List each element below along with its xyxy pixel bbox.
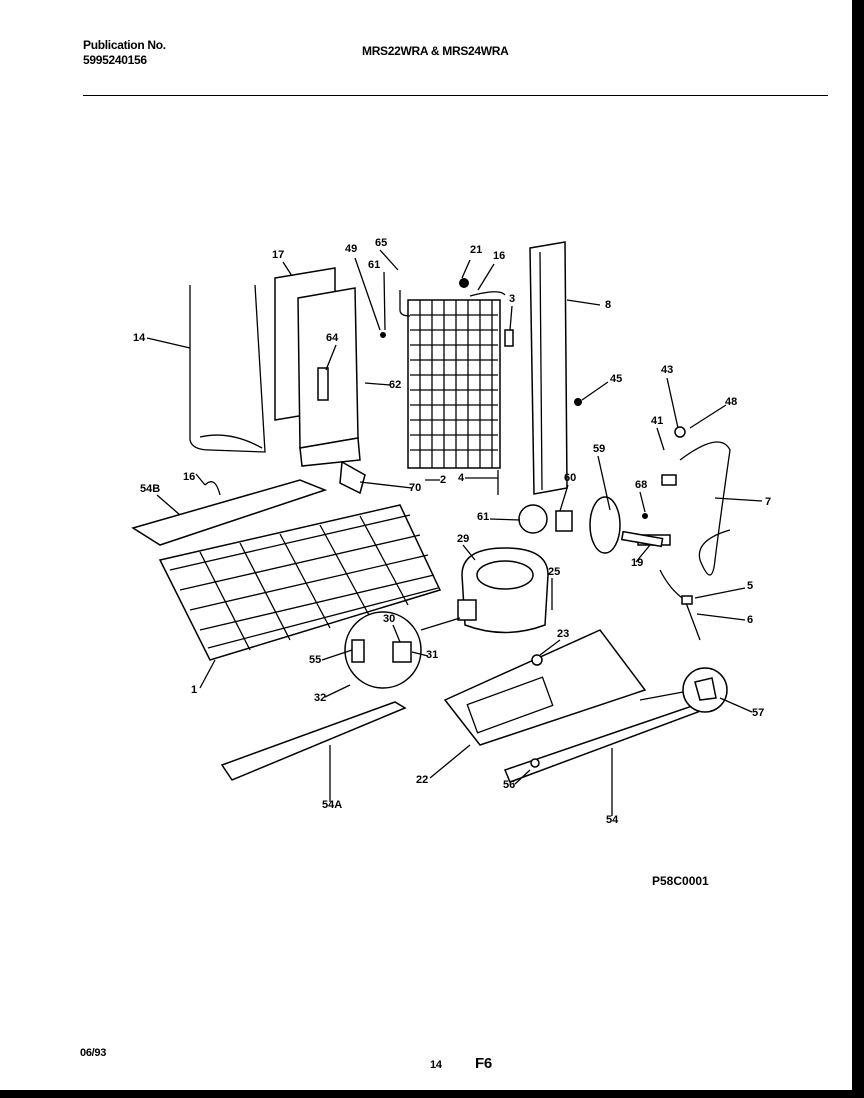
callout-56: 56 [503,779,515,791]
callout-7: 7 [765,496,771,508]
callout-16: 16 [493,250,505,262]
page-edge-right [852,0,864,1098]
leader-lines [146,249,763,816]
rail-54a [220,701,407,781]
page-edge-bottom [0,1090,864,1098]
callout-1: 1 [191,684,197,696]
callout-4: 4 [458,472,465,484]
header-rule [83,95,828,96]
compressor [457,547,549,634]
bracket-upper [131,479,328,546]
callout-14: 14 [133,332,146,344]
callout-22: 22 [416,774,428,786]
evaporator-coil [399,290,506,469]
callout-57: 57 [752,707,764,719]
relay-detail-circle [344,611,422,689]
callout-62: 62 [389,379,401,391]
callout-21: 21 [470,244,482,256]
power-cord [661,441,731,576]
callout-43: 43 [661,364,673,376]
publication-number: 5995240156 [83,53,147,67]
harness-wire [659,569,701,641]
callout-64: 64 [326,332,339,344]
base-pan [443,629,647,746]
rail-54 [503,704,699,783]
callout-5: 5 [747,580,753,592]
figure-number: F6 [475,1055,492,1072]
condenser-coil [158,504,442,661]
callout-labels: 49 17 65 61 21 16 3 8 14 64 62 45 43 48 … [133,237,771,888]
callout-70: 70 [409,482,421,494]
callout-16b: 16 [183,471,195,483]
callout-31: 31 [426,649,438,661]
footer-date: 06/93 [80,1047,107,1059]
evaporator-cover [297,287,361,467]
callout-54: 54 [606,814,619,826]
callout-61: 61 [368,259,380,271]
model-numbers: MRS22WRA & MRS24WRA [362,44,509,58]
callout-55: 55 [309,654,321,666]
callout-41: 41 [651,415,663,427]
drawing-code: P58C0001 [652,874,709,888]
publication-label: Publication No. [83,38,166,52]
condenser-fan [518,504,573,534]
callout-25: 25 [548,566,560,578]
callout-54a: 54A [322,799,342,811]
callout-49: 49 [345,243,357,255]
callout-17: 17 [272,249,284,261]
callout-8: 8 [605,299,611,311]
callout-3: 3 [509,293,515,305]
callout-19: 19 [631,557,643,569]
callout-32: 32 [314,692,326,704]
page-number: 14 [430,1059,442,1071]
callout-60: 60 [564,472,576,484]
callout-29: 29 [457,533,469,545]
callout-65: 65 [375,237,387,249]
callout-6: 6 [747,614,753,626]
callout-59: 59 [593,443,605,455]
callout-68: 68 [635,479,647,491]
drain-trough [339,460,366,495]
rear-channel [529,241,568,495]
callout-45: 45 [610,373,622,385]
callout-48: 48 [725,396,737,408]
callout-61b: 61 [477,511,489,523]
callout-54b: 54B [140,483,160,495]
callout-30: 30 [383,613,395,625]
callout-23: 23 [557,628,569,640]
defrost-heater [189,284,266,453]
callout-2: 2 [440,474,446,486]
